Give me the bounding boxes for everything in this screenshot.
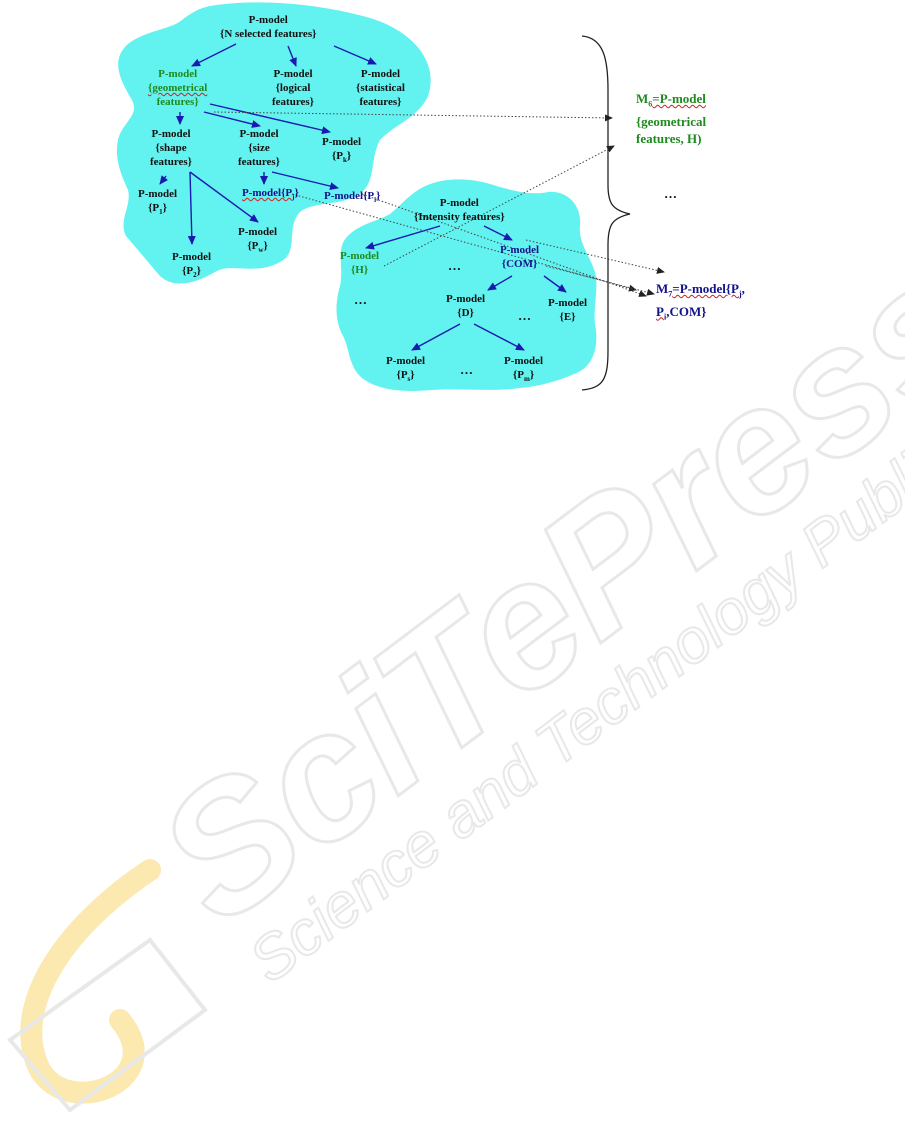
node-n-selected-features: P-model{N selected features} — [220, 14, 317, 40]
dotted-links — [213, 111, 665, 297]
arrow-com-d — [487, 275, 513, 291]
node-statistical-features: P-model {statistical features} — [356, 68, 405, 108]
node-e: P-model{E} — [548, 297, 588, 323]
tree-arrows — [159, 43, 567, 351]
node-p1: P-model {P1} — [138, 188, 178, 217]
arrow-root-geometrical — [191, 43, 237, 67]
result-m6: M6=P-model {geometrical features, H) — [636, 91, 707, 146]
result-m7: M7=P-model{Pj, Pi,COM} — [656, 281, 745, 322]
ellipsis-right-tree-3: … — [518, 308, 531, 323]
link-com-m7 — [525, 239, 665, 274]
link-com2-m7 — [545, 265, 655, 296]
node-pi: P-model{Pi} — [324, 190, 381, 205]
ellipsis-right-tree-4: … — [460, 362, 473, 377]
arrow-com-e — [543, 275, 567, 293]
node-pm: P-model {Pm} — [504, 355, 544, 384]
arrow-shape-p1 — [159, 175, 168, 185]
node-d: P-model{D} — [446, 293, 486, 319]
node-p2: P-model {P2} — [172, 251, 212, 280]
node-pk: P-model {Pk} — [322, 136, 362, 165]
link-pi-m7 — [361, 193, 647, 297]
node-logical-features: P-model {logical features} — [272, 68, 315, 108]
arrow-shape-pw — [189, 171, 259, 223]
node-geometrical-features: P-model {geometrical features} — [148, 68, 208, 108]
node-ps: P-model {Ps} — [386, 355, 426, 384]
ellipsis-between-results: … — [664, 186, 677, 201]
node-com: P-model{COM} — [500, 244, 540, 270]
right-brace — [581, 35, 631, 391]
node-pw: P-model {Pw} — [238, 226, 278, 255]
node-size-features: P-model {size features} — [238, 128, 281, 168]
link-h-m6 — [383, 145, 615, 267]
ellipsis-right-tree-1: … — [448, 258, 461, 273]
arrow-size-pi — [271, 171, 339, 191]
arrow-geometrical-size — [203, 111, 261, 128]
ellipsis-right-tree-2: … — [354, 292, 367, 307]
arrow-intensity-com — [483, 225, 513, 241]
arrow-root-logical — [287, 45, 297, 67]
link-pj-m7 — [291, 193, 637, 292]
arrow-d-pm — [473, 323, 525, 351]
arrow-root-statistical — [333, 45, 377, 65]
watermark-logo-icon — [7, 859, 208, 1113]
node-shape-features: P-model {shape features} — [150, 128, 193, 168]
left-cloud — [116, 2, 431, 284]
arrow-intensity-h — [365, 225, 441, 250]
arrow-d-ps — [411, 323, 461, 351]
arrow-geometrical-pk — [209, 103, 331, 135]
node-h: P-model{H} — [340, 250, 380, 276]
arrow-shape-p2 — [187, 171, 196, 245]
right-cloud — [336, 179, 597, 391]
node-intensity-features: P-model{Intensity features} — [414, 197, 505, 223]
node-pj: P-model{Pj} — [242, 187, 299, 202]
